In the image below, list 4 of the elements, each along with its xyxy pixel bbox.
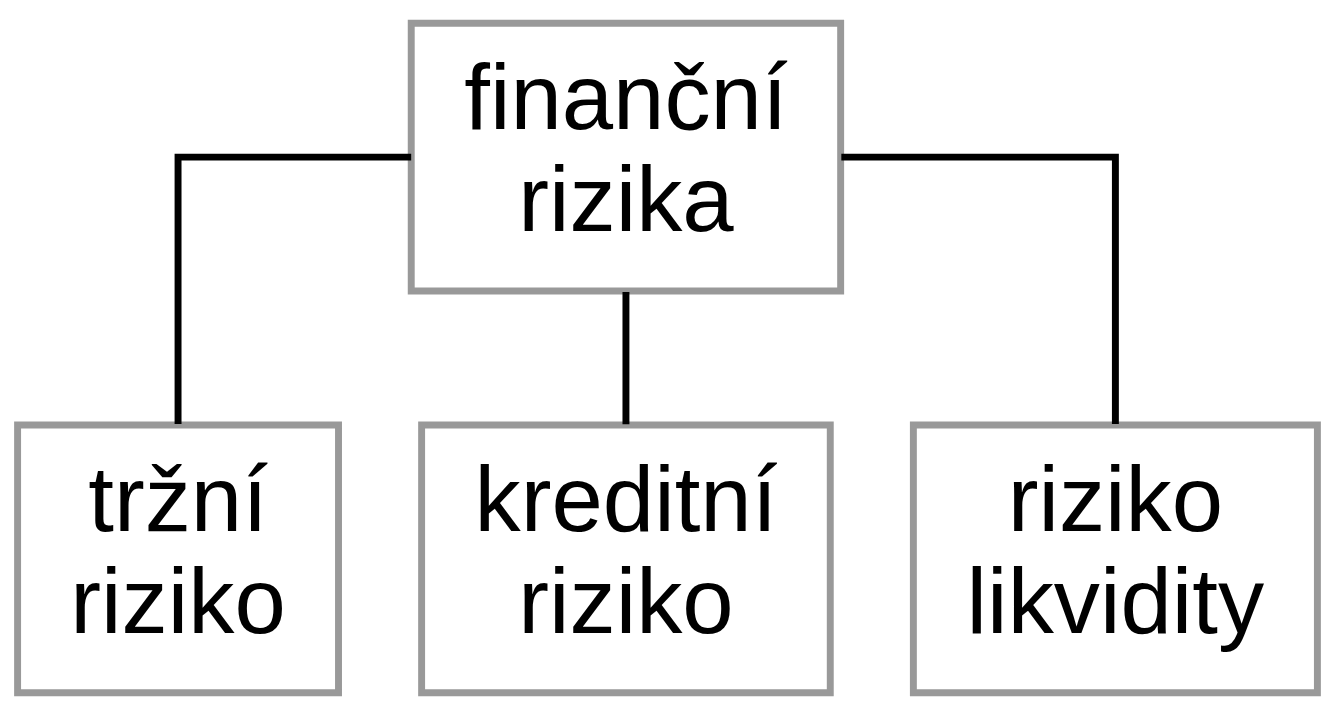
node-box: finanční rizika <box>407 19 845 295</box>
node-box: tržní riziko <box>14 421 342 697</box>
node-box: riziko likvidity <box>909 421 1321 697</box>
node-box: kreditní riziko <box>418 421 834 697</box>
